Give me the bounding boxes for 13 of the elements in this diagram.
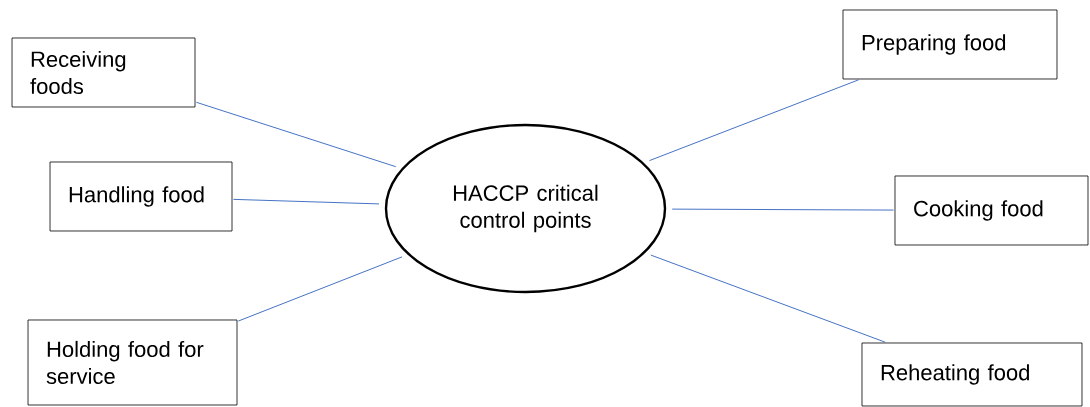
- connector-line: [237, 256, 403, 322]
- connector-line: [649, 79, 860, 162]
- process-box: Cooking food: [894, 175, 1089, 246]
- connector-line: [650, 254, 886, 343]
- connector-line: [195, 101, 397, 168]
- process-box: Preparing food: [842, 9, 1058, 80]
- connector-line: [671, 208, 895, 211]
- process-box: Receiving foods: [11, 37, 196, 108]
- process-box: Holding food for service: [27, 319, 238, 406]
- connector-line: [232, 198, 380, 205]
- ellipse-node: HACCP critical control points: [384, 123, 667, 294]
- process-box: Handling food: [49, 161, 233, 232]
- process-box: Reheating food: [861, 342, 1083, 407]
